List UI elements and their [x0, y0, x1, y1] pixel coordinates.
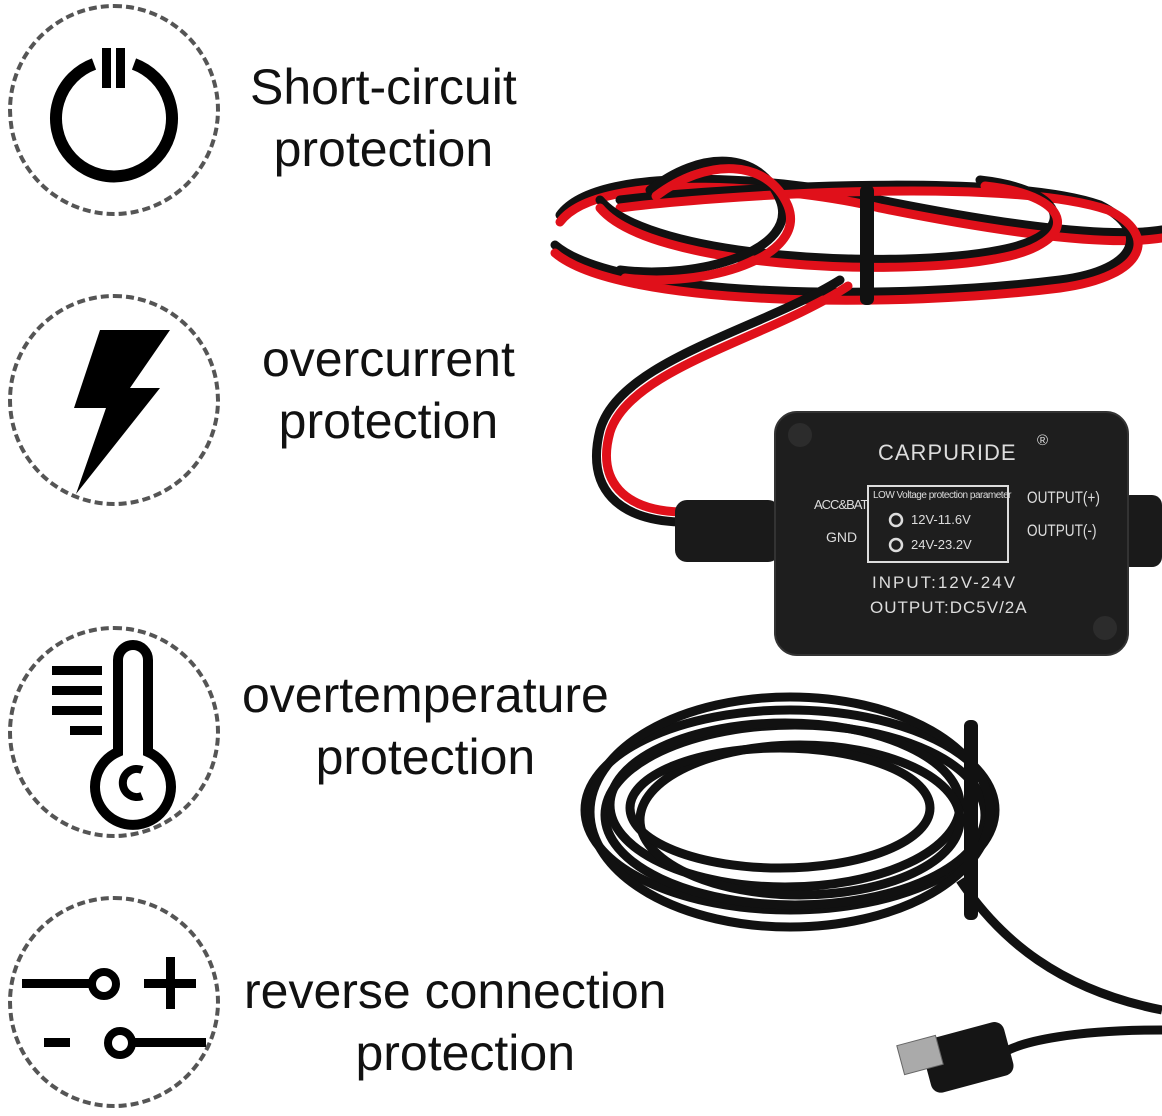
voltage-parameter-box	[867, 485, 1009, 563]
feature-title: reverse connection	[244, 963, 667, 1019]
strain-relief-right	[1120, 495, 1162, 567]
acc-bat-label: ACC&BAT	[814, 497, 868, 512]
option-24v: 24V-23.2V	[911, 537, 972, 552]
converter-module	[774, 411, 1129, 656]
feature-title: overtemperature	[242, 667, 609, 723]
feature-title: Short-circuit	[250, 59, 517, 115]
polarity-icon	[22, 957, 206, 1059]
thermometer-icon	[52, 640, 176, 830]
feature-reverse-connection: reverse connection protection	[244, 960, 666, 1084]
feature-title: overcurrent	[262, 331, 515, 387]
output-minus-label: OUTPUT(-)	[1027, 521, 1097, 540]
cable-tie	[964, 720, 978, 920]
feature-subtitle: protection	[273, 121, 494, 177]
input-spec: INPUT:12V-24V	[872, 573, 1018, 592]
feature-subtitle: protection	[278, 393, 499, 449]
screw-icon	[1093, 616, 1117, 640]
option-indicator	[888, 537, 904, 553]
mini-usb-plug	[896, 1022, 1014, 1093]
feature-icon-ring	[8, 626, 220, 838]
cable-tie	[860, 185, 874, 305]
option-12v: 12V-11.6V	[911, 512, 971, 527]
brand-label: CARPURIDE	[878, 440, 1017, 465]
feature-short-circuit: Short-circuit protection	[250, 56, 517, 180]
registered-mark: ®	[1037, 432, 1049, 449]
feature-overcurrent: overcurrent protection	[262, 328, 515, 452]
protection-title: LOW Voltage protection parameter	[873, 490, 1011, 501]
red-black-wire-bundle	[550, 156, 1162, 527]
feature-overtemperature: overtemperature protection	[242, 664, 609, 788]
feature-icon-ring	[8, 896, 220, 1108]
output-spec: OUTPUT:DC5V/2A	[870, 598, 1028, 617]
feature-icon-ring	[8, 294, 220, 506]
feature-subtitle: protection	[315, 729, 536, 785]
screw-icon	[788, 423, 812, 447]
option-indicator	[888, 512, 904, 528]
power-icon	[50, 48, 178, 183]
feature-icon-ring	[8, 4, 220, 216]
gnd-label: GND	[826, 529, 858, 545]
feature-subtitle: protection	[355, 1025, 576, 1081]
output-plus-label: OUTPUT(+)	[1027, 488, 1100, 507]
lightning-icon	[74, 330, 170, 494]
black-cable-coil	[580, 692, 1162, 1059]
strain-relief-left	[675, 500, 780, 562]
